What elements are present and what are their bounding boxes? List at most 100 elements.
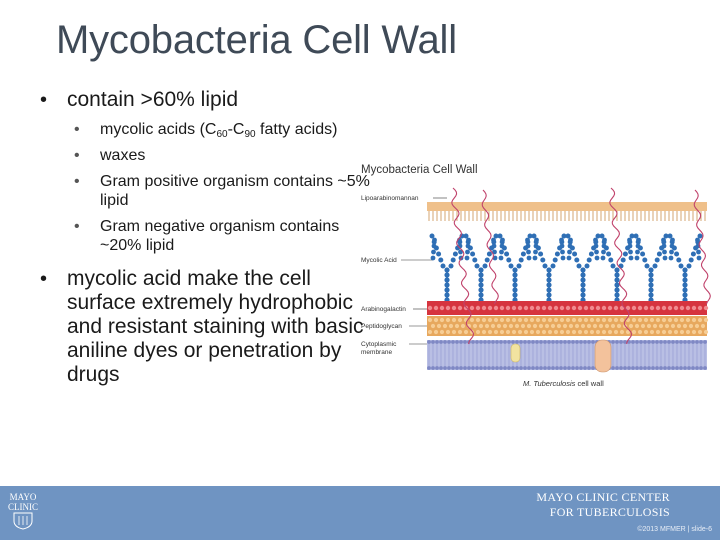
membrane-head	[563, 366, 567, 370]
mycolic-bead	[512, 267, 518, 273]
mycolic-bead	[458, 249, 463, 255]
membrane-head	[695, 340, 699, 344]
membrane-head	[591, 340, 595, 344]
membrane-head	[443, 340, 447, 344]
mycolic-bead	[512, 287, 518, 293]
peptidoglycan-bead	[493, 317, 499, 323]
peptidoglycan-bead	[601, 329, 607, 335]
membrane-head	[495, 366, 499, 370]
peptidoglycan-bead	[589, 317, 595, 323]
membrane-head	[687, 366, 691, 370]
slide-title: Mycobacteria Cell Wall	[56, 18, 457, 62]
peptidoglycan-bead	[577, 317, 583, 323]
mycolic-bead	[525, 237, 530, 243]
membrane-head	[559, 366, 563, 370]
membrane-head	[619, 366, 623, 370]
peptidoglycan-bead	[688, 323, 694, 329]
arabinogalactin-bead	[571, 305, 577, 311]
mycolic-bead	[652, 263, 658, 269]
mycolic-bead	[580, 277, 586, 283]
arabinogalactin-bead	[445, 305, 451, 311]
membrane-head	[651, 366, 655, 370]
mycolic-bead	[508, 263, 514, 269]
mycolic-bead	[546, 272, 552, 278]
membrane-head	[455, 366, 459, 370]
membrane-head	[695, 366, 699, 370]
peptidoglycan-bead	[697, 329, 703, 335]
mycolic-bead	[593, 243, 599, 249]
membrane-head	[503, 340, 507, 344]
subbullet-gram-negative: • Gram negative organism contains ~20% l…	[74, 217, 380, 255]
shield-icon	[13, 512, 33, 530]
figure-caption: M. Tuberculosis cell wall	[523, 379, 604, 388]
mycolic-bead	[636, 237, 641, 243]
mycolic-bead	[662, 249, 667, 255]
peptidoglycan-bead	[523, 317, 529, 323]
membrane-head	[619, 340, 623, 344]
mycolic-bead	[492, 249, 497, 255]
membrane-head	[639, 366, 643, 370]
peptidoglycan-bead	[496, 323, 502, 329]
peptidoglycan-bead	[649, 329, 655, 335]
mycolic-bead	[682, 272, 688, 278]
peptidoglycan-bead	[490, 323, 496, 329]
peptidoglycan-bead	[619, 317, 625, 323]
mycolic-bead	[614, 292, 620, 298]
mycolic-bead	[546, 282, 552, 288]
membrane-head	[683, 340, 687, 344]
peptidoglycan-bead	[673, 317, 679, 323]
peptidoglycan-bead	[547, 329, 553, 335]
membrane-head	[631, 340, 635, 344]
mycolic-bead	[432, 237, 437, 243]
mycolic-bead	[628, 255, 634, 261]
mycolic-bead	[676, 257, 682, 263]
arabinogalactin-bead	[511, 305, 517, 311]
peptidoglycan-bead	[556, 323, 562, 329]
subscript-60: 60	[216, 129, 228, 140]
membrane-head	[435, 366, 439, 370]
mycolic-bead	[478, 267, 484, 273]
peptidoglycan-bead	[553, 317, 559, 323]
membrane-head	[535, 366, 539, 370]
mycolic-bead	[478, 282, 484, 288]
membrane-head	[623, 340, 627, 344]
mycolic-bead	[640, 251, 646, 257]
peptidoglycan-bead	[520, 323, 526, 329]
peptidoglycan-bead	[643, 329, 649, 335]
membrane-head	[655, 366, 659, 370]
arabinogalactin-bead	[469, 305, 475, 311]
peptidoglycan-bead	[487, 329, 493, 335]
membrane-protein	[510, 343, 521, 363]
membrane-head	[443, 366, 447, 370]
mycolic-bead	[482, 263, 488, 269]
mycolic-bead	[550, 263, 556, 269]
waxes-text: waxes	[100, 147, 146, 164]
mycolic-bead	[565, 233, 571, 239]
membrane-head	[539, 340, 543, 344]
subbullet-mycolic-acids: • mycolic acids (C60-C90 fatty acids)	[74, 120, 380, 140]
mycolic-bead	[444, 272, 450, 278]
membrane-head	[623, 366, 627, 370]
mycolic-bead	[614, 287, 620, 293]
bullet-mycolic-hydrophobic: • mycolic acid make the cell surface ext…	[40, 267, 380, 387]
peptidoglycan-bead	[478, 323, 484, 329]
membrane-head	[431, 366, 435, 370]
mycolic-bead	[518, 257, 524, 263]
mycolic-bead	[580, 292, 586, 298]
cell-wall-figure: Mycobacteria Cell Wall Lipoarabinomannan…	[355, 158, 715, 393]
membrane-head	[527, 366, 531, 370]
peptidoglycan-bead	[577, 329, 583, 335]
peptidoglycan-bead	[433, 329, 439, 335]
mycolic-bead	[614, 272, 620, 278]
mycolic-bead	[648, 292, 654, 298]
mycolic-bead	[663, 233, 669, 239]
mycolic-bead	[430, 255, 436, 261]
mycolic-bead	[436, 251, 442, 257]
mycolic-bead	[648, 282, 654, 288]
mycolic-bead	[499, 243, 505, 249]
peptidoglycan-bead	[658, 323, 664, 329]
peptidoglycan-bead	[511, 329, 517, 335]
peptidoglycan-bead	[535, 329, 541, 335]
cytoplasmic-membrane	[427, 339, 707, 373]
peptidoglycan-bead	[436, 323, 442, 329]
